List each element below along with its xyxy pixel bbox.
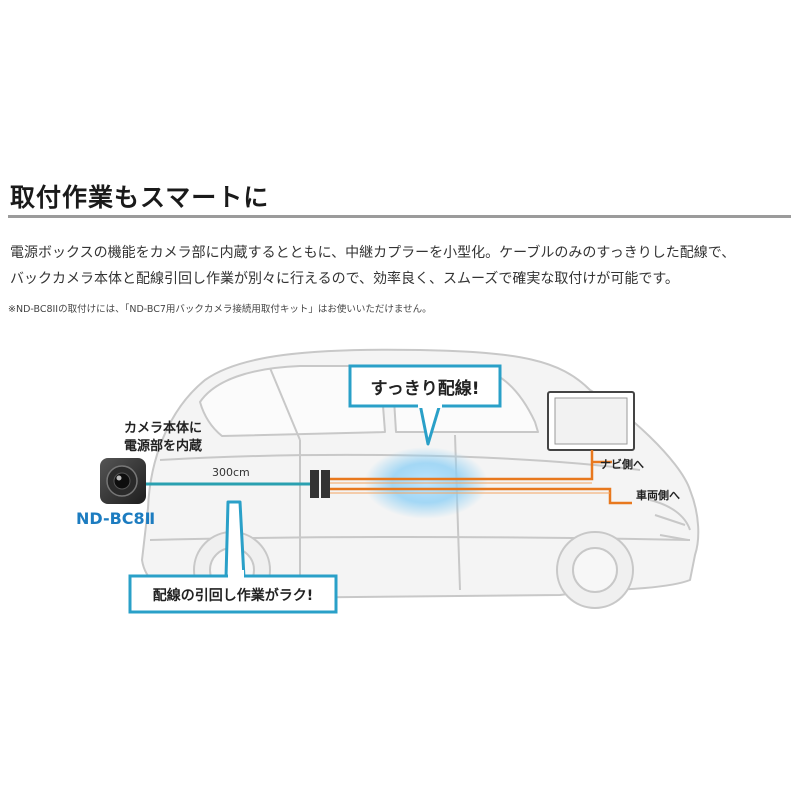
callout-easy-routing-text: 配線の引回し作業がラク! <box>153 587 313 604</box>
wiring-diagram: カメラ本体に 電源部を内蔵 300cm ND-BC8Ⅱ すっきり配線! 配線の引… <box>76 348 700 614</box>
callout-easy-routing: 配線の引回し作業がラク! <box>128 500 338 614</box>
camera-model-label: ND-BC8Ⅱ <box>76 509 155 528</box>
description-line-2: バックカメラ本体と配線引回し作業が別々に行えるので、効率良く、スムーズで確実な取… <box>10 271 679 287</box>
description-line-1: 電源ボックスの機能をカメラ部に内蔵するとともに、中継カプラーを小型化。ケーブルの… <box>10 245 736 261</box>
section-title: 取付作業もスマートに <box>10 183 270 212</box>
cable-length-label: 300cm <box>212 466 250 479</box>
orange-wiring <box>330 450 632 505</box>
camera-caption-line1: カメラ本体に <box>124 420 202 436</box>
section-description: 電源ボックスの機能をカメラ部に内蔵するとともに、中継カプラーを小型化。ケーブルの… <box>10 240 795 292</box>
compatibility-note: ※ND-BC8IIの取付けには、「ND-BC7用バックカメラ接続用取付キット」は… <box>8 304 432 315</box>
navigation-monitor <box>547 391 635 451</box>
title-divider <box>8 215 791 218</box>
callout-clean-wiring: すっきり配線! <box>348 364 502 446</box>
to-vehicle-label: 車両側へ <box>636 488 680 502</box>
relay-connector <box>310 470 330 498</box>
camera-unit <box>100 458 146 504</box>
to-navi-label: ナビ側へ <box>600 457 644 471</box>
callout-clean-wiring-text: すっきり配線! <box>370 378 479 399</box>
camera-caption-line2: 電源部を内蔵 <box>124 438 202 454</box>
